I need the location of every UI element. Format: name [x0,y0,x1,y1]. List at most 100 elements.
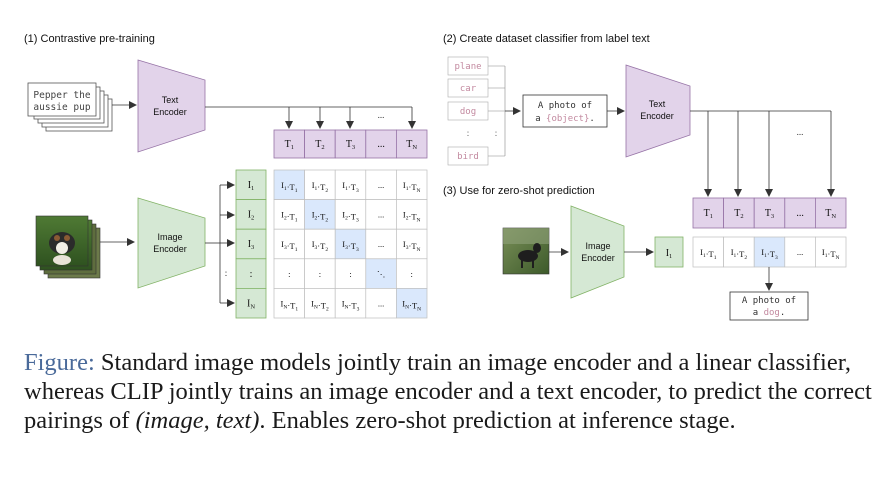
matrix-value: IN·TN [402,298,421,312]
matrix-value: : [411,269,413,279]
matrix-value: I2·TN [403,210,421,224]
svg-text:a {object}.: a {object}. [535,114,595,124]
text-token: T3 [765,208,774,220]
text-token-cell [334,129,367,159]
text-encoder-2: Text Encoder [625,64,691,158]
input-text-line-2: aussie pup [33,102,90,113]
caption-text-1: Standard image models jointly train an i… [24,349,872,434]
text-token: T1 [704,208,713,220]
svg-text:Encoder: Encoder [581,253,615,263]
matrix-cell [365,288,397,319]
image-token: I1 [666,248,673,260]
input-image-stack [35,215,101,279]
score-value: I1·TN [822,247,840,261]
matrix-value: I3·T2 [312,239,329,253]
matrix-value: IN·T1 [280,298,298,312]
score-cell [723,236,755,268]
matrix-value: I2·T1 [281,210,298,224]
text-token-cell [692,197,725,229]
caption-lead: Figure: [24,349,95,376]
svg-text:A photo of: A photo of [538,101,592,111]
svg-text:bird: bird [457,152,479,162]
matrix-value: : [349,269,351,279]
panel1-title: (1) Contrastive pre-training [24,33,155,45]
svg-text::: : [225,268,228,278]
image-token-zero-shot: I1 [654,236,684,268]
matrix-value: I3·TN [403,239,421,253]
matrix-cell [334,169,367,200]
svg-text::: : [495,128,498,138]
svg-text:car: car [460,84,477,94]
matrix-cell [396,258,428,289]
matrix-cell [365,228,397,260]
svg-text:Encoder: Encoder [153,244,187,254]
image-token-cell [235,199,267,230]
matrix-value: ⋱ [377,269,386,279]
input-text-line-1: Pepper the [33,90,90,101]
matrix-value: I1·T1 [281,180,298,194]
image-encoder-2: Image Encoder [570,205,625,299]
score-cell [692,236,724,268]
image-token: : [250,269,253,280]
matrix-cell-diagonal [334,228,367,260]
similarity-matrix: I1·T1I1·T2I1·T3...I1·TNI2·T1I2·T2I2·T3..… [273,169,428,319]
score-value: I1·T1 [700,247,717,261]
score-value: ... [797,247,803,257]
matrix-value: I3·T3 [342,239,359,253]
figure-caption: Figure: Standard image models jointly tr… [24,348,874,435]
text-token-cell [365,129,397,159]
text-token-cell [273,129,306,159]
image-token: IN [247,298,255,310]
matrix-value: ... [378,210,384,220]
matrix-cell [396,169,428,200]
svg-text:...: ... [797,127,804,137]
matrix-value: I2·T2 [312,210,329,224]
panel3-title: (3) Use for zero-shot prediction [443,185,595,197]
matrix-cell-diagonal [273,169,305,200]
svg-text:A photo of: A photo of [742,296,796,306]
svg-text:Encoder: Encoder [153,107,187,117]
svg-text:plane: plane [454,62,481,72]
svg-text:Text: Text [649,99,666,109]
label-box-dog [447,101,489,121]
text-token: T2 [315,139,324,151]
text-token: T2 [734,208,743,220]
matrix-cell [396,199,428,230]
text-token-cell [723,197,755,229]
image-token: I3 [248,239,255,251]
matrix-cell [273,288,305,319]
matrix-value: I2·T3 [342,210,359,224]
svg-text:Image: Image [157,232,182,242]
clip-diagram: (1) Contrastive pre-training Pepper the … [24,33,847,321]
matrix-value: I3·T1 [281,239,298,253]
svg-text:...: ... [378,110,385,120]
svg-text:Image: Image [585,241,610,251]
matrix-value: IN·T3 [342,298,360,312]
svg-text:Encoder: Encoder [640,111,674,121]
caption-text-2: . Enables zero-shot prediction at infere… [259,407,736,434]
matrix-cell [365,199,397,230]
label-box-bird [447,146,489,166]
matrix-value: I1·T2 [312,180,329,194]
matrix-value: : [319,269,321,279]
text-token: T3 [346,139,355,151]
score-value: I1·T3 [761,247,778,261]
matrix-value: : [288,269,290,279]
svg-text:a dog.: a dog. [753,308,786,318]
text-token: ... [377,139,385,150]
test-image [502,227,550,275]
svg-text::: : [467,128,470,138]
matrix-cell [365,169,397,200]
label-list: plane car dog : : bird [447,56,521,166]
matrix-value: ... [378,180,384,190]
matrix-value: I1·TN [403,180,421,194]
matrix-cell [273,199,305,230]
prompt-template-box: A photo of a {object}. [522,94,608,128]
image-token: I1 [248,180,255,192]
image-encoder-1: Image Encoder [137,197,206,289]
text-token: TN [825,208,836,220]
matrix-value: ... [378,298,384,308]
panel2-title: (2) Create dataset classifier from label… [443,33,650,45]
